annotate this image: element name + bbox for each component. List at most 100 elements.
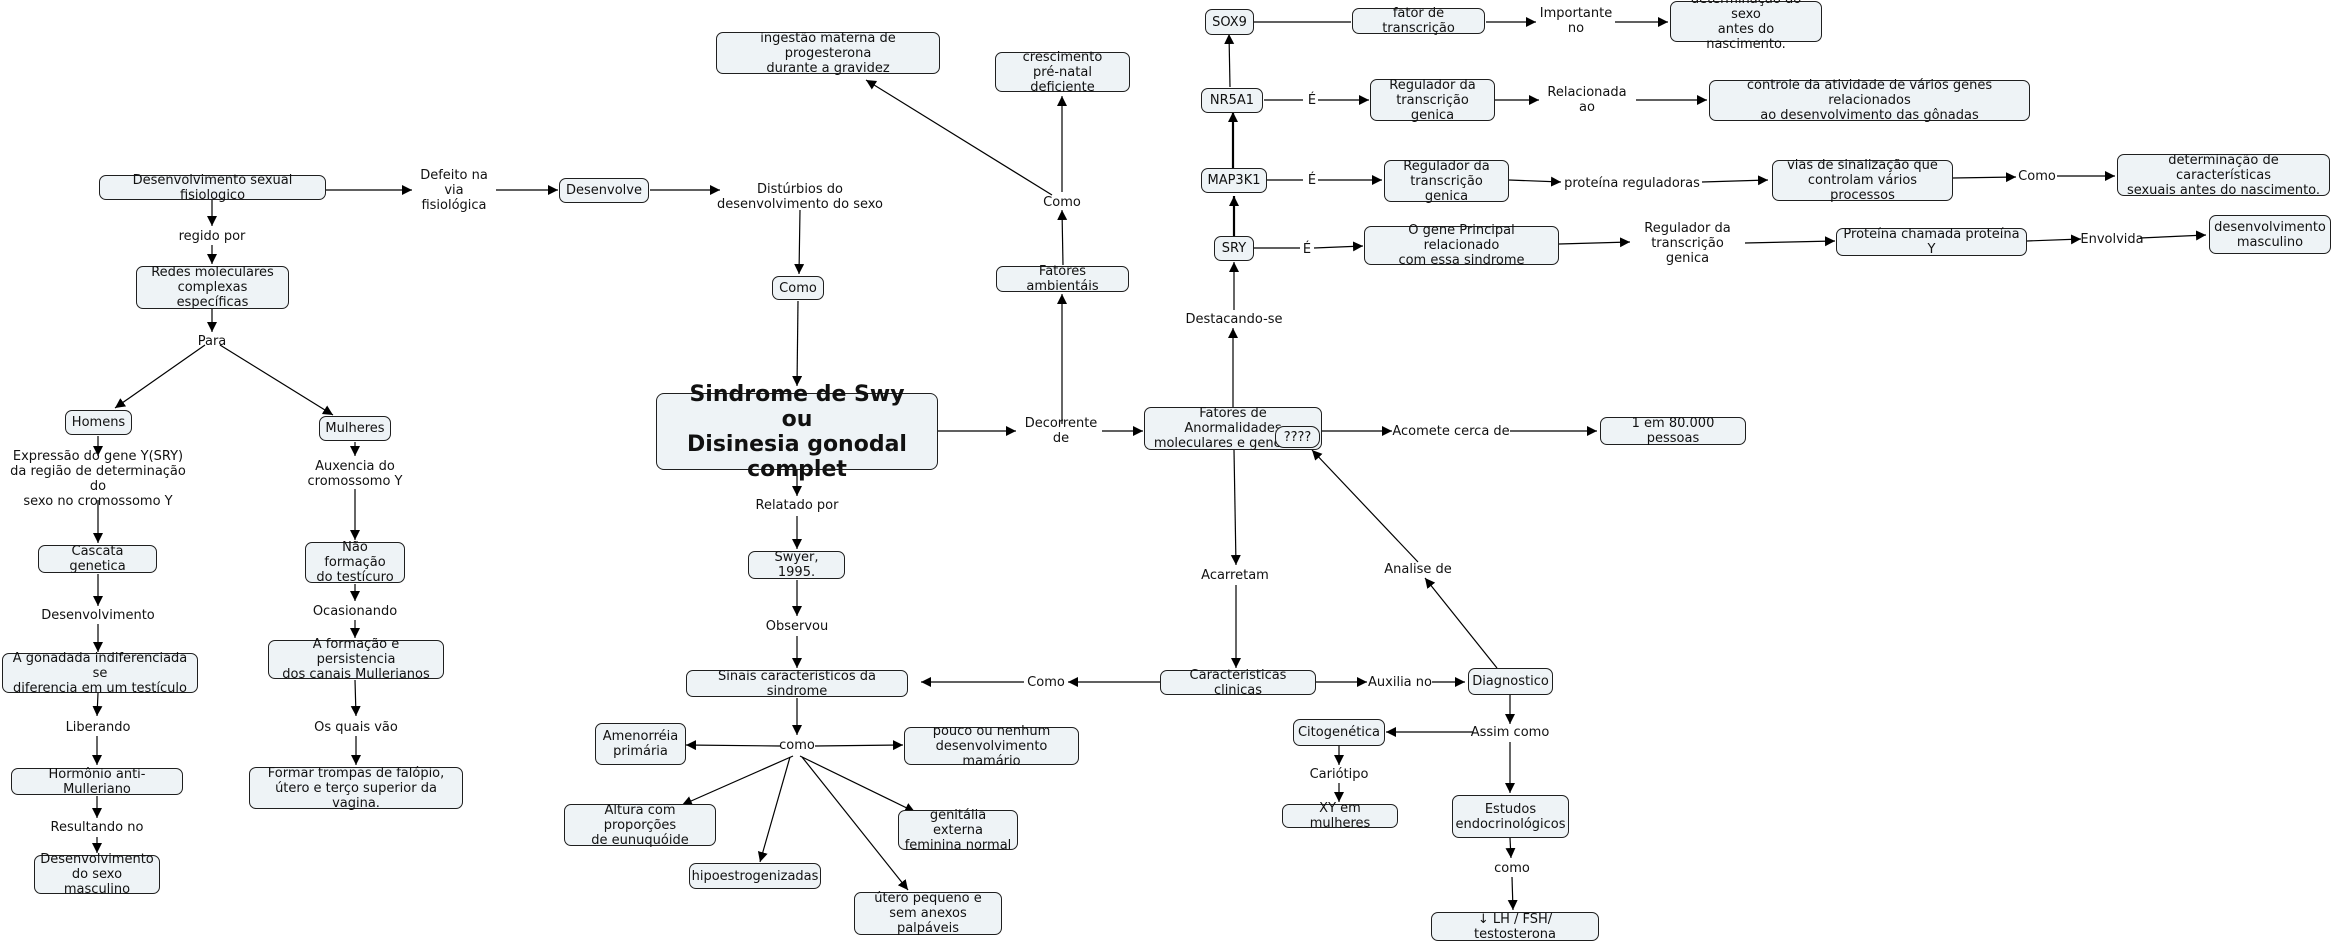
node-determinacao-sexo[interactable]: determinação do sexo antes do nascimento… xyxy=(1670,0,1822,52)
node-amenorreia[interactable]: Amenorréia primária xyxy=(595,723,686,765)
link-label-como-4: Como xyxy=(2018,168,2056,184)
node-mulheres[interactable]: Mulheres xyxy=(319,416,391,441)
node-fatores-ambientais[interactable]: Fatores ambientáis xyxy=(996,264,1129,294)
link-line xyxy=(1507,876,1518,911)
node-como-1[interactable]: Como xyxy=(772,276,824,300)
link-line xyxy=(1558,237,1631,248)
link-label-regido-por: regido por xyxy=(178,228,246,244)
link-label-envolvida: Envolvida xyxy=(2080,231,2144,247)
node-caracteristicas-clinicas[interactable]: Caracteristicas clinicas xyxy=(1160,668,1316,698)
node-question-marks[interactable]: ???? xyxy=(1275,426,1320,448)
link-label-e-map3k1: É xyxy=(1307,172,1317,188)
link-label-acomete: Acomete cerca de xyxy=(1392,423,1510,439)
node-xy-em-mulheres[interactable]: XY em mulheres xyxy=(1282,801,1398,831)
node-nr5a1[interactable]: NR5A1 xyxy=(1201,88,1263,113)
link-line xyxy=(1230,449,1241,566)
node-homens[interactable]: Homens xyxy=(65,410,132,435)
node-crescimento-pre-natal[interactable]: crescimento pré-natal deficiente xyxy=(995,50,1130,95)
link-line xyxy=(1701,175,1769,186)
node-cascata-genetica[interactable]: Cascata genetica xyxy=(38,544,157,574)
link-label-os-quais-vao: Os quais vão xyxy=(314,719,398,735)
link-label-acarretam: Acarretam xyxy=(1201,567,1269,583)
link-label-observou: Observou xyxy=(765,618,829,634)
node-proteina-y[interactable]: Proteína chamada proteína Y xyxy=(1836,227,2027,257)
link-line xyxy=(2139,230,2207,241)
link-label-defeito: Defeito na via fisiológica xyxy=(420,167,488,213)
link-line xyxy=(757,756,791,863)
link-line xyxy=(1952,172,2017,183)
link-label-liberando: Liberando xyxy=(65,719,131,735)
node-nao-formacao[interactable]: Não formação do testícuro xyxy=(305,540,405,585)
link-line xyxy=(114,344,206,409)
link-line xyxy=(801,756,909,891)
node-formar-trompas[interactable]: Formar trompas de falópio, útero e terço… xyxy=(249,766,463,811)
node-desenvolve[interactable]: Desenvolve xyxy=(559,178,649,203)
link-label-para: Para xyxy=(197,333,227,349)
link-label-cariotipo: Cariótipo xyxy=(1309,766,1369,782)
link-line xyxy=(799,755,916,813)
node-ingestao-materna[interactable]: ingestão materna de progesterona durante… xyxy=(716,31,940,76)
link-line xyxy=(1057,209,1068,266)
node-redes-moleculares[interactable]: Redes moleculares complexas específicas xyxy=(136,265,289,310)
link-line xyxy=(1313,241,1364,252)
link-label-e-sry: É xyxy=(1302,241,1312,257)
link-label-decorrente-de: Decorrente de xyxy=(1024,416,1098,446)
link-line xyxy=(1744,236,1836,247)
link-line xyxy=(814,740,904,751)
link-line xyxy=(1424,577,1498,669)
link-label-relatado-por: Relatado por xyxy=(755,497,839,513)
node-hormonio-anti-mulleriano[interactable]: Hormônio anti-Mulleriano xyxy=(11,767,183,797)
link-label-importante-no: Importante no xyxy=(1539,6,1613,36)
link-label-como-5: Como xyxy=(1027,674,1065,690)
node-vias-sinalizacao[interactable]: vias de sinalização que controlam vários… xyxy=(1772,158,1953,203)
node-determinacao-caracteristicas[interactable]: determinação de características sexuais … xyxy=(2117,153,2330,198)
link-label-relacionada-ao: Relacionada ao xyxy=(1547,85,1627,115)
node-genitalia-externa[interactable]: genitália externa feminina normal xyxy=(898,808,1018,853)
node-altura-eunuquoide[interactable]: Altura com proporções de eunuquóide xyxy=(564,803,716,848)
link-line xyxy=(2026,234,2082,245)
node-sry[interactable]: SRY xyxy=(1214,236,1254,261)
link-line xyxy=(865,79,1053,196)
link-line xyxy=(1311,449,1419,563)
link-label-disturbios: Distúrbios do desenvolvimento do sexo xyxy=(716,182,884,212)
link-line xyxy=(792,300,803,387)
link-label-regulador-transcricao: Regulador da transcrição genica xyxy=(1644,220,1731,266)
node-controle-atividade[interactable]: controle da atividade de vários genes re… xyxy=(1709,78,2030,123)
node-estudos-endocrinologicos[interactable]: Estudos endocrinológicos xyxy=(1452,795,1569,838)
node-regulador-nr5a1[interactable]: Regulador da transcrição genica xyxy=(1370,78,1495,123)
link-line xyxy=(350,679,361,717)
link-line xyxy=(1508,176,1562,187)
node-pouco-desenvolvimento-mamario[interactable]: pouco ou nenhum desenvolvimento mamário xyxy=(904,724,1079,769)
link-label-como-3: Como xyxy=(1043,194,1081,210)
main-topic-sindrome-de-swyer[interactable]: Sindrome de Swy ou Disinesia gonodal com… xyxy=(656,382,938,482)
node-gene-principal[interactable]: O gene Principal relacionado com essa si… xyxy=(1364,223,1559,268)
node-fator-transcricao[interactable]: fator de transcrição xyxy=(1352,6,1485,36)
node-diagnostico[interactable]: Diagnostico xyxy=(1468,668,1553,695)
node-1-em-80000[interactable]: 1 em 80.000 pessoas xyxy=(1600,416,1746,446)
node-hipoestrogenizadas[interactable]: hipoestrogenizadas xyxy=(689,863,821,889)
node-desenvolvimento-masculino-left[interactable]: Desenvolvimento do sexo masculino xyxy=(34,852,160,897)
link-line xyxy=(681,755,794,806)
link-label-como-6: como xyxy=(1494,860,1530,876)
link-label-auxilia-no: Auxilia no xyxy=(1368,674,1432,690)
link-label-analise-de: Analise de xyxy=(1384,561,1452,577)
node-sinais-caracteristicos[interactable]: Sinais caracteristicos da sindrome xyxy=(686,669,908,699)
node-utero-pequeno[interactable]: útero pequeno e sem anexos palpáveis xyxy=(854,891,1002,936)
node-gonadada[interactable]: A gonadada indiferenciada se diferencia … xyxy=(2,651,198,696)
link-label-e-nr5a1: É xyxy=(1307,92,1317,108)
node-map3k1[interactable]: MAP3K1 xyxy=(1201,168,1267,193)
link-label-proteina-reguladoras: proteína reguladoras xyxy=(1564,175,1700,191)
node-desenvolvimento-sexual[interactable]: Desenvolvimento sexual fisiologico xyxy=(99,173,326,203)
node-citogenetica[interactable]: Citogenética xyxy=(1293,719,1385,746)
node-desenvolvimento-masculino-right[interactable]: desenvolvimento masculino xyxy=(2209,215,2331,254)
node-regulador-map3k1[interactable]: Regulador da transcrição genica xyxy=(1384,159,1509,204)
link-label-resultando-no: Resultando no xyxy=(50,819,144,835)
node-formacao-canais[interactable]: A formação e persistencia dos canais Mul… xyxy=(268,637,444,682)
link-line xyxy=(92,692,103,717)
link-label-destacando-se: Destacando-se xyxy=(1185,311,1283,327)
link-label-como-2: como xyxy=(779,737,815,753)
node-lh-fsh-testosterona[interactable]: ↓ LH / FSH/ testosterona xyxy=(1431,912,1599,942)
node-sox9[interactable]: SOX9 xyxy=(1205,9,1254,35)
node-swyer-1995[interactable]: Swyer, 1995. xyxy=(748,550,845,580)
